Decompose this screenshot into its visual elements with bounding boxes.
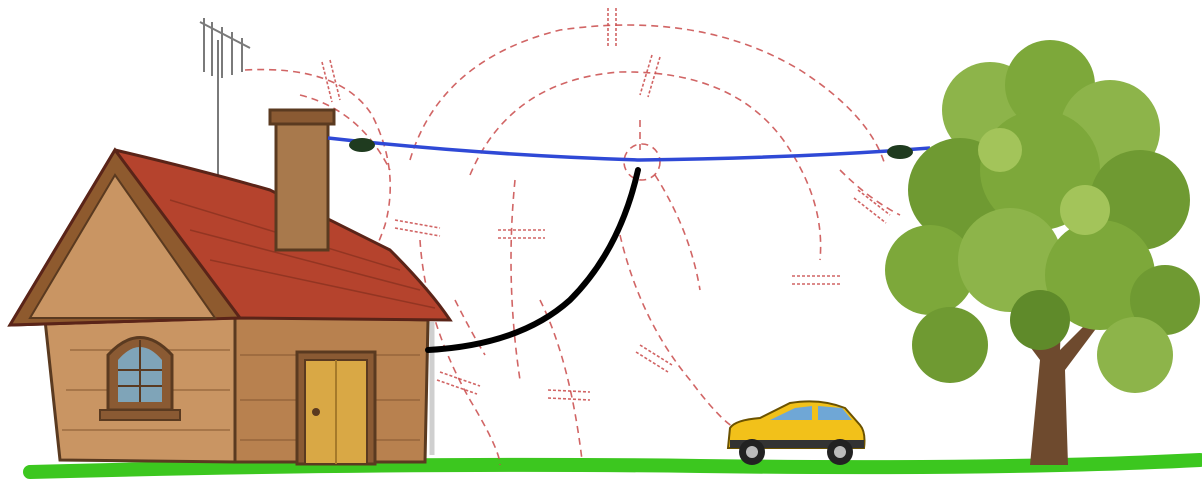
house-door <box>295 350 377 466</box>
feed-line <box>425 167 641 353</box>
insulator-left <box>349 138 375 152</box>
chimney <box>274 116 330 252</box>
ground-line <box>23 453 1202 479</box>
pattern-tick-marks <box>321 8 891 401</box>
tree-foliage <box>885 40 1200 393</box>
tree <box>885 40 1200 465</box>
long-wire-antenna <box>327 136 931 162</box>
house-window <box>99 336 181 421</box>
insulator-right <box>887 145 913 159</box>
tv-antenna <box>199 18 251 185</box>
house <box>7 18 453 466</box>
radiation-pattern <box>244 24 901 466</box>
car <box>726 400 866 465</box>
